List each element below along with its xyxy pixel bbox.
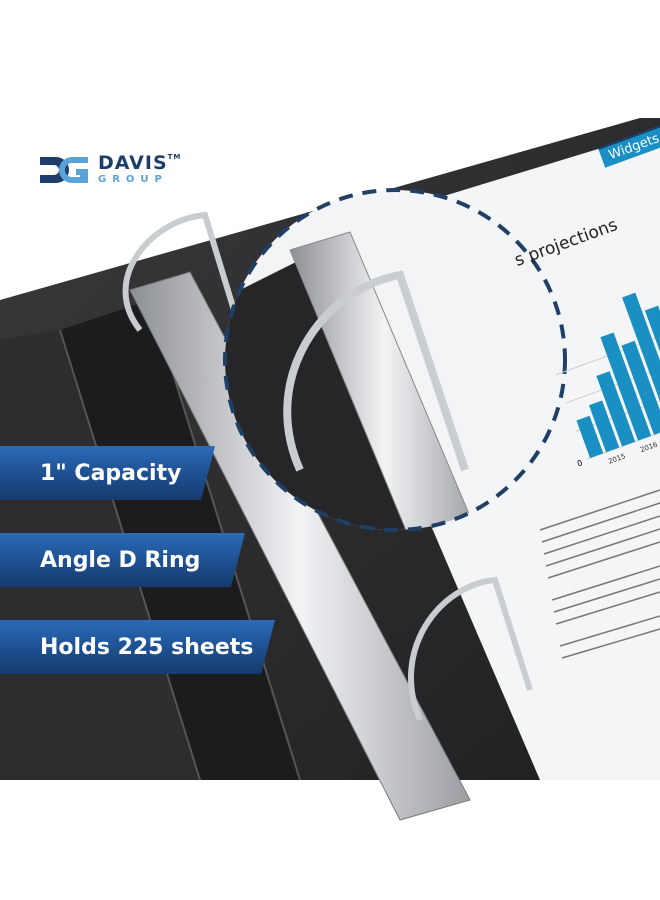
feature-banner-ring: Angle D Ring xyxy=(0,533,245,587)
magnified-detail xyxy=(225,190,565,530)
chart-bar xyxy=(600,332,652,441)
chart-gridline xyxy=(565,354,660,404)
feature-label: Holds 225 sheets xyxy=(40,634,254,660)
chart-bar xyxy=(596,371,636,447)
chart-bar xyxy=(622,292,660,430)
logo-name: DAVISTM xyxy=(98,152,182,174)
chart-bar xyxy=(644,305,660,424)
axis-zero-label: 0 xyxy=(576,458,584,468)
feature-banner-sheets: Holds 225 sheets xyxy=(0,620,275,674)
d-ring-bottom xyxy=(408,576,533,722)
d-ring-top xyxy=(122,211,243,332)
ring-mechanism xyxy=(129,271,471,821)
feature-label: 1" Capacity xyxy=(40,460,182,486)
chart-gridline xyxy=(555,326,660,376)
feature-banner-capacity: 1" Capacity xyxy=(0,446,215,500)
document-body-text xyxy=(539,489,660,659)
davis-group-logo: DAVISTM GROUP xyxy=(38,154,181,185)
dashed-magnifier-circle xyxy=(223,188,567,532)
chart-bar xyxy=(576,415,604,459)
chart-bar xyxy=(621,340,660,435)
chart-bar xyxy=(588,400,620,453)
dg-logo-icon xyxy=(40,156,88,183)
logo-subtitle: GROUP xyxy=(98,174,168,185)
feature-label: Angle D Ring xyxy=(40,547,201,573)
